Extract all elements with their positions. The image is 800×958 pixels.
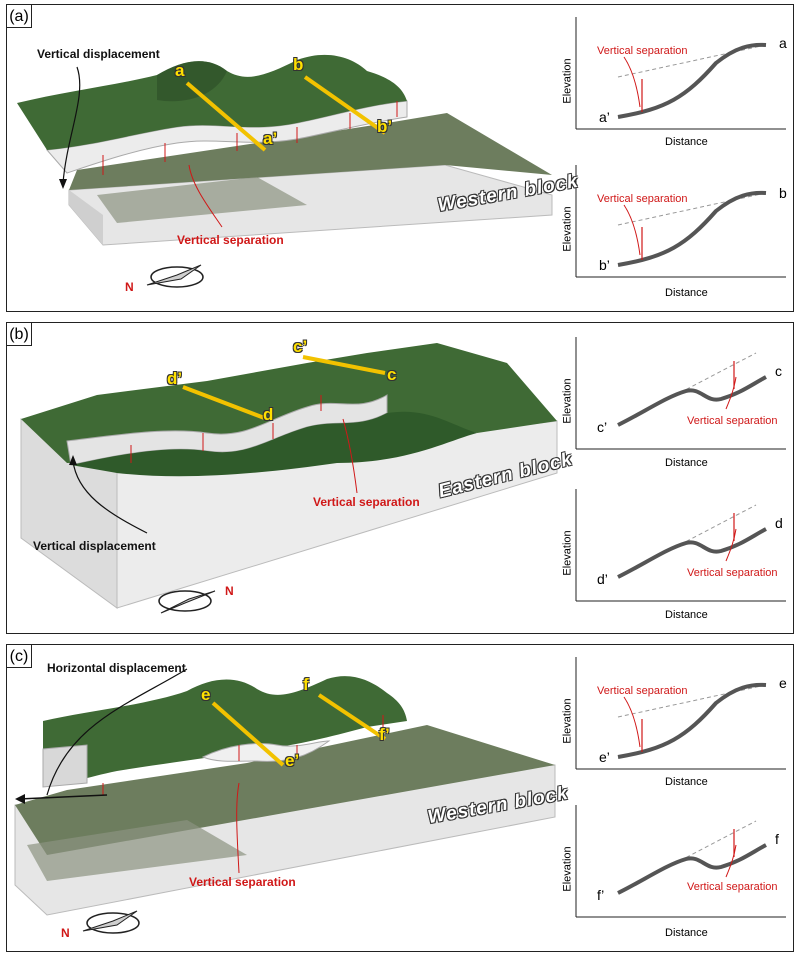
- hill-shade: [157, 61, 227, 102]
- graph-xlabel: Distance: [665, 776, 708, 788]
- graph-right-point: e: [779, 675, 787, 691]
- graph-ylabel: Elevation: [561, 530, 574, 576]
- point-label: c’: [293, 337, 308, 356]
- separation-leader: [342, 418, 358, 494]
- graph-xlabel: Distance: [665, 287, 708, 299]
- graph-ylabel: Elevation: [561, 58, 574, 104]
- graph-xlabel: Distance: [665, 927, 708, 939]
- lower-block-surface: [15, 725, 555, 855]
- point-label: a’: [263, 129, 278, 148]
- block-diagram-c: N: [14, 657, 786, 940]
- graph-right-point: d: [775, 515, 783, 531]
- panel-label: (a): [6, 4, 32, 28]
- separation-label: Vertical separation: [313, 495, 420, 509]
- point-label: b: [293, 55, 304, 74]
- graph-left-point: f’: [597, 887, 605, 903]
- profile-graph-c: [575, 337, 786, 450]
- north-arrow-icon: [146, 264, 204, 288]
- block-side-face: [69, 190, 103, 245]
- panel-b: (b) N: [6, 322, 794, 634]
- north-label: N: [61, 926, 70, 940]
- graph-ylabel: Elevation: [561, 206, 574, 252]
- point-label: e: [201, 685, 211, 704]
- panel-a: (a) N: [6, 4, 794, 312]
- graph-annotation: Vertical separation: [687, 567, 778, 579]
- point-label: d’: [167, 369, 183, 388]
- profile-graph-f: [575, 805, 786, 918]
- panel-label: (c): [6, 644, 32, 668]
- displacement-label: Vertical displacement: [33, 539, 156, 553]
- profile-line-ee: [211, 701, 285, 767]
- block-diagram-a: N: [17, 17, 786, 294]
- panel-c: (c) N: [6, 644, 794, 952]
- graph-ylabel: Elevation: [561, 378, 574, 424]
- point-label: c: [387, 365, 397, 384]
- profile-graph-a: [575, 17, 786, 130]
- graph-right-point: f: [775, 831, 779, 847]
- north-label: N: [125, 280, 134, 294]
- separation-arrows: [102, 101, 398, 175]
- urban-patch: [27, 820, 247, 881]
- graph-left-point: c’: [597, 419, 608, 435]
- graph-left-point: d’: [597, 571, 608, 587]
- point-label: f: [303, 675, 309, 694]
- profile-line-ff: [317, 693, 387, 741]
- point-label: e’: [285, 751, 300, 770]
- separation-label: Vertical separation: [177, 233, 284, 247]
- separation-label: Vertical separation: [189, 875, 296, 889]
- horizontal-arrow: [18, 794, 108, 800]
- displacement-arrow: [62, 66, 81, 184]
- graph-right-point: b: [779, 185, 787, 201]
- separation-leader: [236, 782, 240, 874]
- block-diagram-b: N: [20, 337, 786, 614]
- profile-graph-e: [575, 657, 786, 770]
- graph-annotation: Vertical separation: [687, 881, 778, 893]
- upper-block-terrain: [43, 676, 407, 787]
- scarp-front: [42, 744, 88, 788]
- point-label: d: [263, 405, 274, 424]
- displacement-arrow: [46, 668, 188, 796]
- graph-left-point: e’: [599, 749, 610, 765]
- profile-graph-d: [575, 489, 786, 602]
- profile-line-bb: [303, 75, 387, 135]
- displacement-label: Horizontal displacement: [47, 661, 186, 675]
- displacement-arrow: [72, 460, 148, 534]
- graph-right-point: a: [779, 35, 787, 51]
- panel-label: (b): [6, 322, 32, 346]
- graph-left-point: b’: [599, 257, 610, 273]
- graph-xlabel: Distance: [665, 136, 708, 148]
- north-arrow-icon: [158, 590, 216, 614]
- graph-ylabel: Elevation: [561, 846, 574, 892]
- north-arrow-icon: [82, 910, 140, 934]
- point-label: a: [175, 61, 185, 80]
- north-label: N: [225, 584, 234, 598]
- profile-line-aa: [185, 81, 267, 152]
- point-label: b’: [377, 117, 393, 136]
- urban-patch: [97, 177, 307, 223]
- displacement-label: Vertical displacement: [37, 47, 160, 61]
- point-label: f’: [379, 725, 390, 744]
- graph-ylabel: Elevation: [561, 698, 574, 744]
- separation-arrows: [130, 395, 322, 463]
- profile-graph-b: [575, 165, 786, 278]
- graph-annotation: Vertical separation: [687, 415, 778, 427]
- graph-xlabel: Distance: [665, 609, 708, 621]
- graph-annotation: Vertical separation: [597, 45, 688, 57]
- lower-terrain: [71, 411, 477, 477]
- profile-line-cc: [302, 355, 386, 375]
- graph-annotation: Vertical separation: [597, 685, 688, 697]
- graph-right-point: c: [775, 363, 782, 379]
- graph-annotation: Vertical separation: [597, 193, 688, 205]
- graph-xlabel: Distance: [665, 457, 708, 469]
- profile-line-dd: [182, 385, 268, 421]
- separation-leader: [188, 164, 223, 228]
- graph-left-point: a’: [599, 109, 610, 125]
- separation-arrows: [102, 715, 384, 795]
